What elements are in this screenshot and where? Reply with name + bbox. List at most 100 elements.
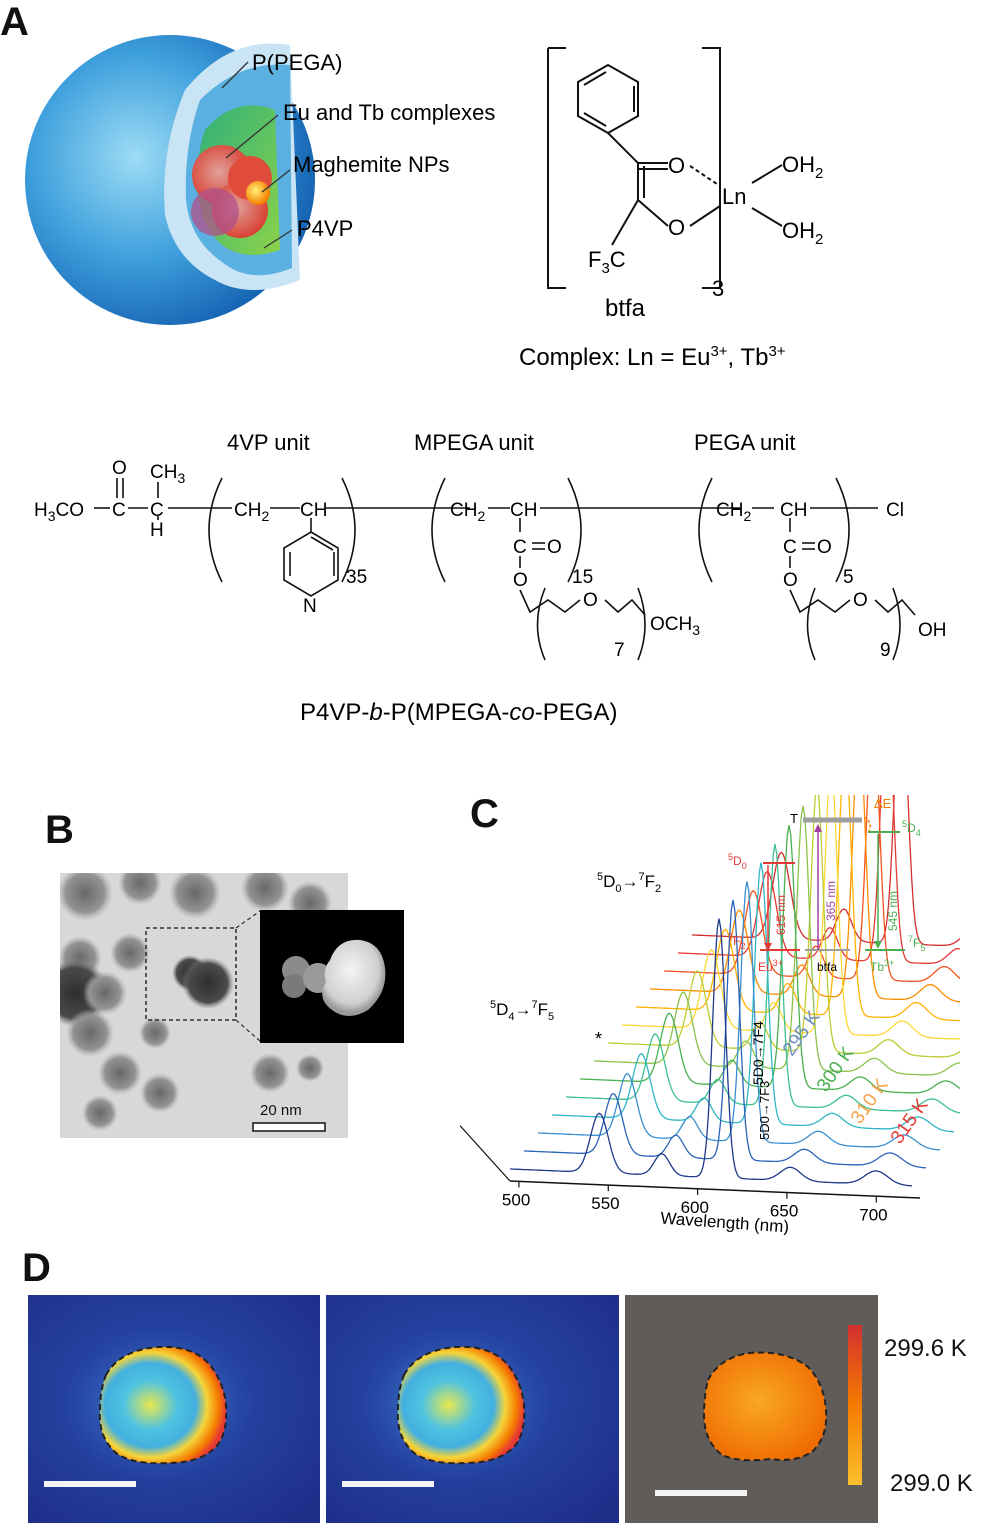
polymer-structure: 4VP unit MPEGA unit PEGA unit: [34, 430, 947, 726]
unit-pega: PEGA unit: [694, 430, 796, 455]
complex-structure: O O Ln OH2 OH2 F3C 3 btfa Complex: Ln = …: [519, 47, 823, 371]
panel-a-figure: P(PEGA) Eu and Tb complexes Maghemite NP…: [25, 35, 947, 726]
nanoparticle-sphere: [25, 35, 315, 325]
peak-label-d0-f3: 5D0→7F3: [757, 1081, 772, 1140]
inset-btfa: btfa: [817, 960, 837, 974]
inset-545nm: 545 nm: [886, 891, 900, 931]
sub-9: 9: [880, 640, 891, 661]
panel-label-c: C: [470, 792, 499, 836]
energy-level-diagram: T ΔE 5D4 5D0 615 nm 7F2 Eu3+ 365 nm btfa…: [728, 796, 925, 974]
spectrum-trace: [677, 795, 960, 965]
inset-eu: Eu3+: [758, 958, 783, 974]
temperature-colorbar: [848, 1325, 862, 1485]
c-mpega: C: [513, 537, 527, 558]
spectrum-trace: [593, 805, 960, 1076]
ch2-4vp: CH2: [234, 500, 269, 524]
c-pega: C: [783, 537, 797, 558]
quaternary-c: C: [150, 500, 164, 521]
complex-oh2-bottom: OH2: [782, 218, 823, 248]
inset-365nm: 365 nm: [824, 881, 838, 921]
unit-mpega: MPEGA unit: [414, 430, 534, 455]
inset-delta-e: ΔE: [874, 796, 892, 811]
carbonyl-o: O: [112, 458, 127, 479]
spectra-lines: [509, 795, 960, 1187]
spectrum-trace: [635, 795, 960, 1022]
spectrum-trace: [621, 795, 960, 1040]
spectrum-trace: [607, 795, 960, 1058]
o-ether-mpega: O: [583, 590, 598, 611]
pyridine-n: N: [303, 596, 317, 617]
complex-caption: Complex: Ln = Eu3+, Tb3+: [519, 343, 786, 371]
spectrum-trace: [565, 843, 960, 1114]
ch2-pega: CH2: [716, 500, 751, 524]
scale-bar: [252, 1122, 326, 1132]
panel-label-a: A: [0, 0, 29, 44]
tem-inset: [260, 910, 404, 1043]
o-single-mpega: O: [513, 570, 528, 591]
spectrum-trace: [663, 795, 960, 983]
scale-bar-label: 20 nm: [260, 1102, 302, 1119]
sub-35: 35: [346, 567, 367, 588]
spectrum-trace: [649, 795, 960, 1003]
cl-end: Cl: [886, 500, 904, 521]
spectrum-trace: [509, 918, 913, 1187]
h-atom: H: [150, 520, 164, 541]
ch2-mpega: CH2: [450, 500, 485, 524]
o-dbl-pega: O: [817, 537, 832, 558]
colorbar-max-label: 299.6 K: [884, 1335, 967, 1362]
spectrum-trace: [523, 899, 927, 1169]
unit-4vp: 4VP unit: [227, 430, 310, 455]
nanoparticle-leader-lines: [221, 61, 293, 249]
peak-label-d0-f4: 5D0→7F4: [750, 1021, 766, 1085]
methyl-group: CH3: [150, 462, 185, 486]
polymer-name: P4VP-b-P(MPEGA-co-PEGA): [300, 699, 617, 726]
x-tick-label: 500: [502, 1190, 530, 1209]
peak-label-d4-f5: 5D4→7F5: [490, 999, 554, 1023]
inset-d4: 5D4: [902, 819, 921, 838]
thermal-image-1: [28, 1295, 320, 1523]
asterisk-marker: *: [595, 1029, 602, 1049]
x-tick-label: 550: [591, 1194, 619, 1213]
x-tick-label: 650: [770, 1202, 798, 1221]
ch-pega: CH: [780, 500, 807, 521]
colorbar-min-label: 299.0 K: [890, 1470, 973, 1497]
inset-d0: 5D0: [728, 852, 747, 871]
ch-mpega: CH: [510, 500, 537, 521]
panel-label-b: B: [45, 808, 74, 852]
h3co-group: H3CO: [34, 500, 84, 524]
ligand-name: btfa: [605, 295, 646, 322]
inset-f5: 7F5: [908, 934, 925, 953]
complex-oh2-top: OH2: [782, 152, 823, 182]
spectrum-trace: [551, 862, 955, 1133]
thermal-image-3: [625, 1295, 878, 1523]
x-axis-line: [509, 1180, 921, 1199]
spectrum-trace: [579, 824, 960, 1094]
temp-label-300: 300 K: [813, 1043, 859, 1096]
sub-7: 7: [614, 640, 625, 661]
o-ether-pega: O: [853, 590, 868, 611]
inset-615nm: 615 nm: [774, 895, 788, 935]
spectrum-trace: [691, 795, 960, 947]
och3-group: OCH3: [650, 614, 700, 638]
temp-label-310: 310 K: [847, 1075, 893, 1128]
label-p4vp: P4VP: [297, 216, 353, 241]
label-eu-tb-complexes: Eu and Tb complexes: [283, 100, 495, 125]
o-single-pega: O: [783, 570, 798, 591]
inset-tb: Tb3+: [870, 958, 894, 974]
complex-o-bottom: O: [668, 215, 685, 240]
label-ppega: P(PEGA): [252, 50, 342, 75]
sub-5: 5: [843, 567, 854, 588]
spectra-axes: [460, 1124, 921, 1199]
inset-t-label: T: [790, 811, 798, 826]
depth-axis-line: [460, 1124, 511, 1182]
thermal-image-2: [326, 1295, 619, 1523]
x-tick-label: 700: [859, 1205, 887, 1224]
complex-bracket-sub: 3: [712, 276, 724, 301]
thermal-images: [28, 1295, 878, 1523]
complex-ln: Ln: [722, 184, 746, 209]
peak-label-d0-f2: 5D0→7F2: [597, 871, 661, 895]
oh-group: OH: [918, 620, 947, 641]
complex-o-top: O: [668, 153, 685, 178]
